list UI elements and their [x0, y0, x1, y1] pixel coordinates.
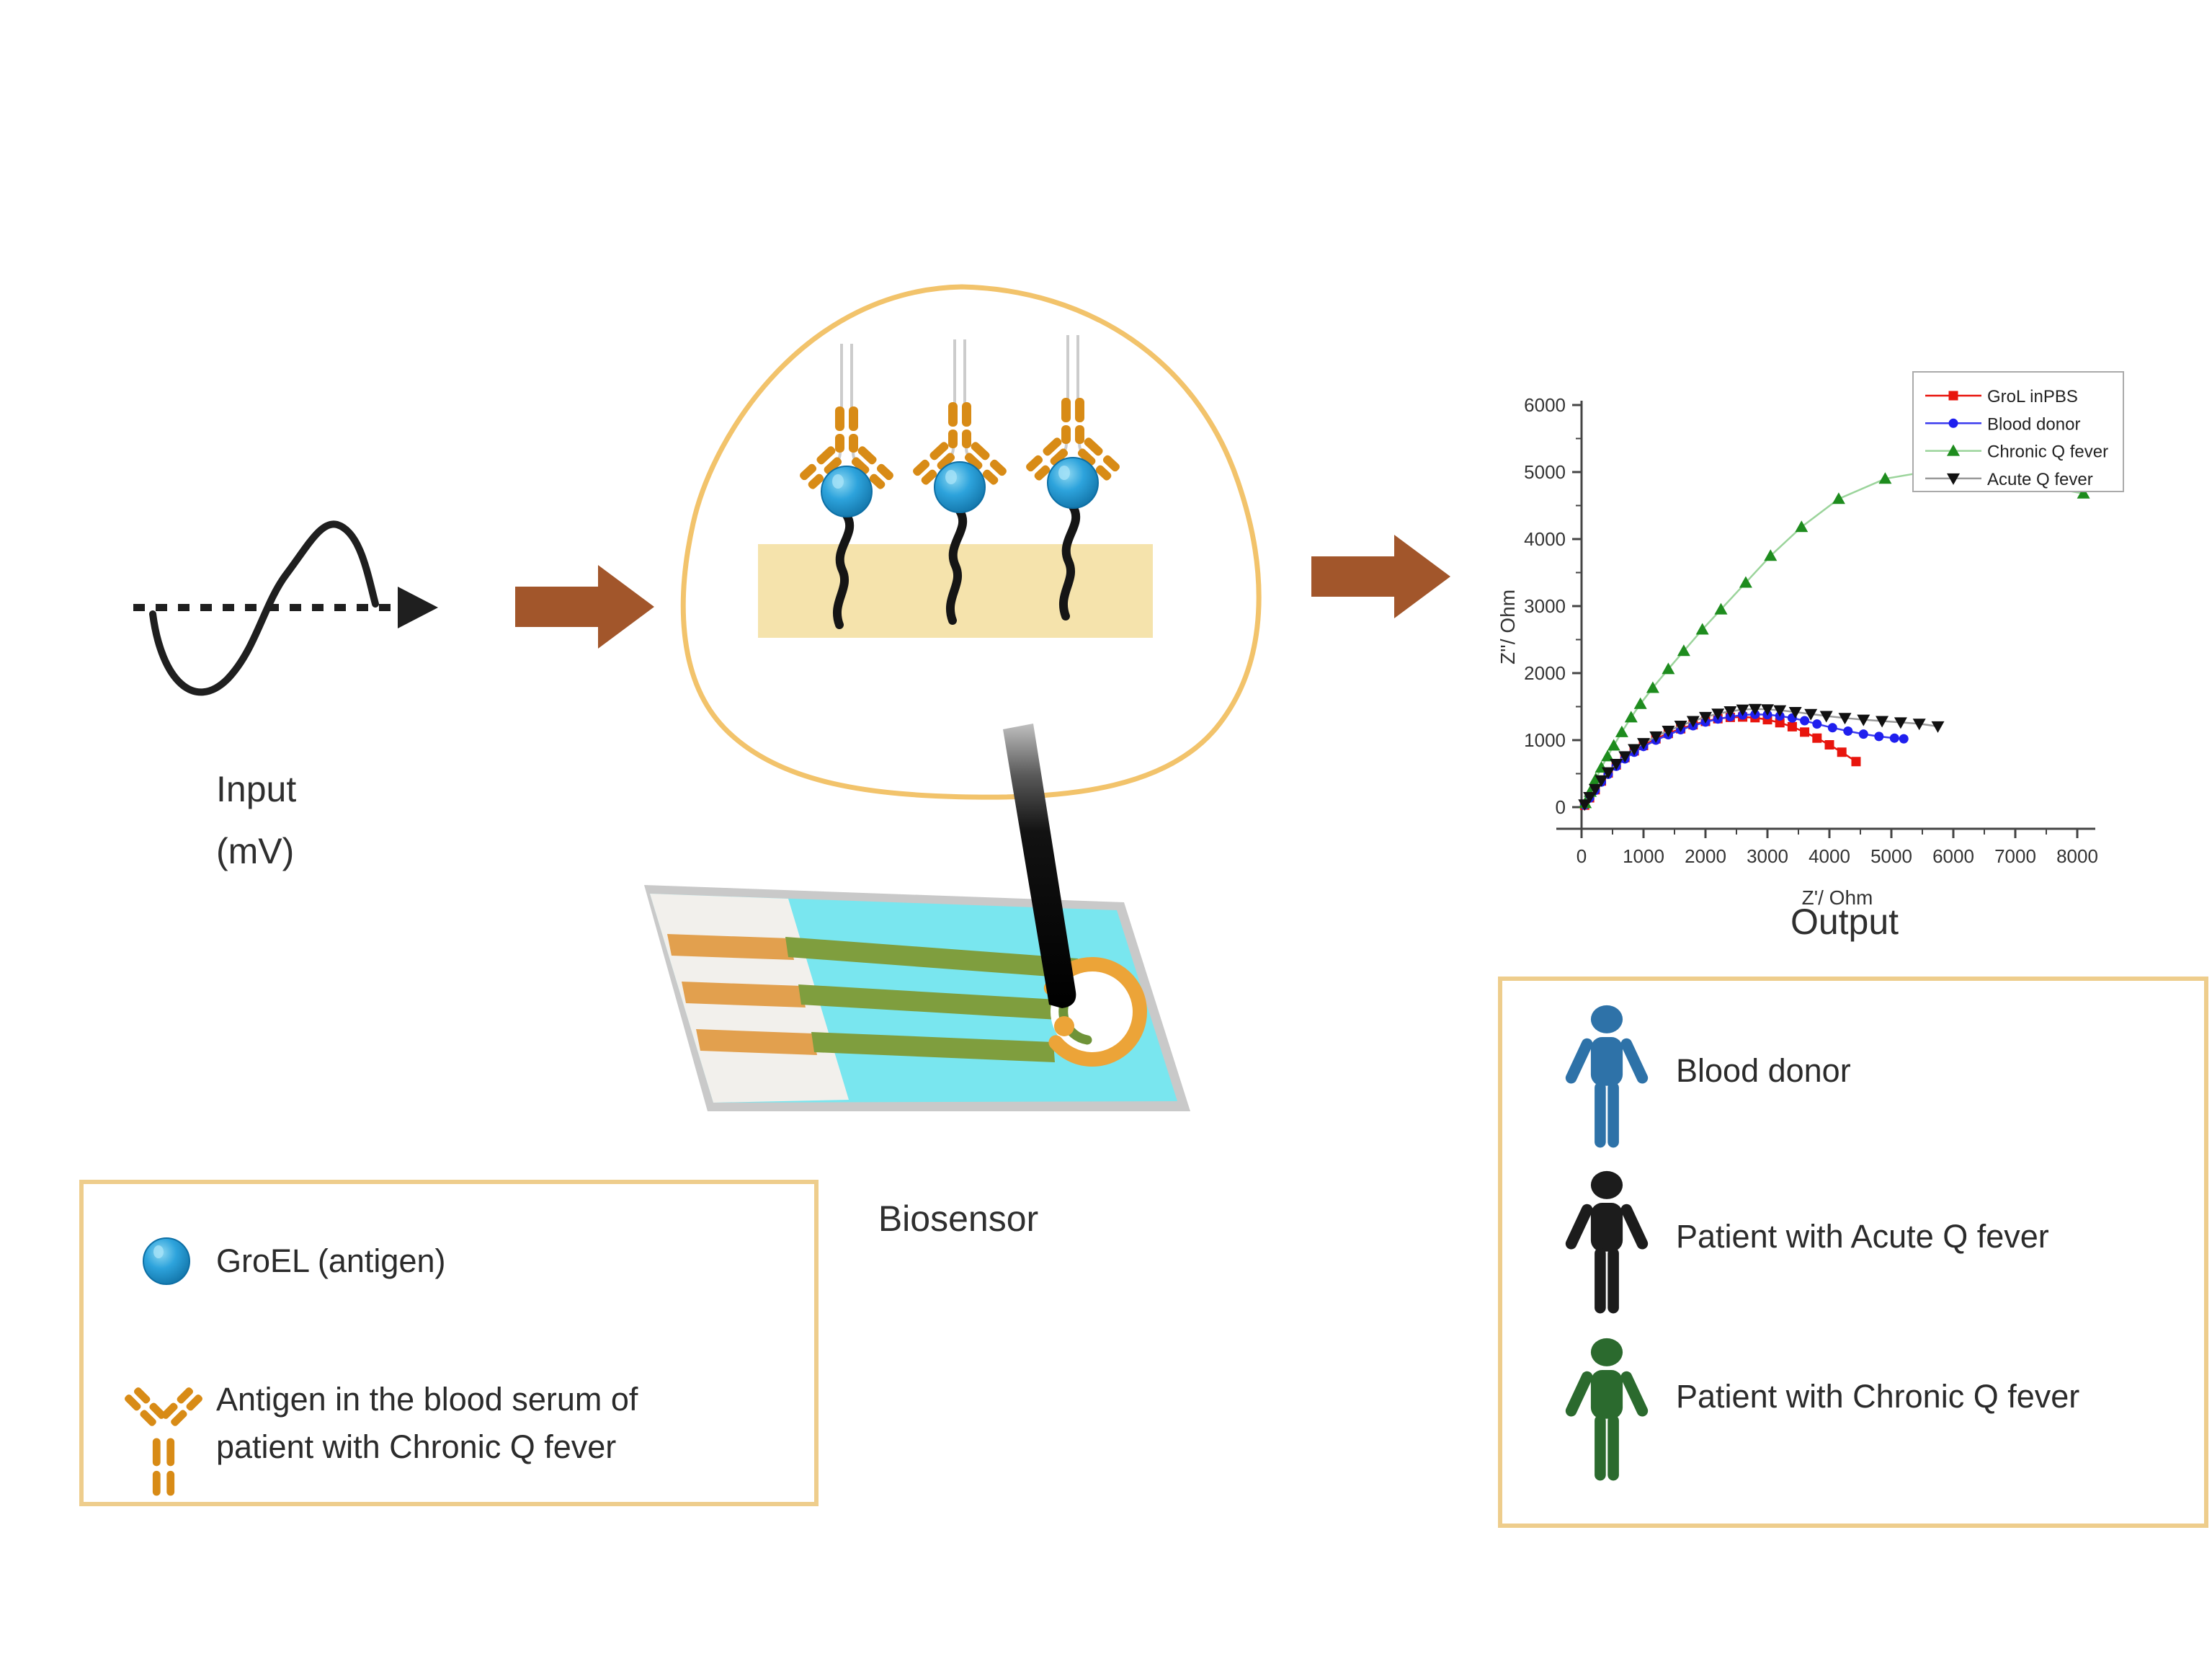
svg-text:0: 0 — [1577, 845, 1587, 867]
nyquist-chart: 0 1000 2000 3000 4000 5000 6000 7000 8000 0 1000 20… — [1497, 371, 2124, 909]
electrode-ring — [1043, 957, 1147, 1067]
svg-text:8000: 8000 — [2056, 845, 2098, 867]
biosensor-chip — [644, 885, 1190, 1111]
input-arrowhead-icon — [398, 587, 438, 628]
chronic-q-fever-patient-icon — [1564, 1338, 1650, 1481]
connector-probe — [1003, 724, 1076, 1008]
legend-entry: Chronic Q fever — [1987, 442, 2108, 462]
chronic-q-fever-patient-label: Patient with Chronic Q fever — [1676, 1378, 2080, 1415]
legend-entry: GroL inPBS — [1987, 387, 2078, 406]
svg-text:1000: 1000 — [1524, 729, 1566, 751]
output-label: Output — [1790, 902, 1899, 942]
blood-donor-icon — [1564, 1005, 1650, 1148]
y-axis-label: Z''/ Ohm — [1497, 590, 1519, 664]
legend-entry: Acute Q fever — [1987, 470, 2093, 489]
legend-entry: Blood donor — [1987, 414, 2080, 434]
electrode-dot — [1054, 1016, 1074, 1036]
groel-antigen-label: GroEL (antigen) — [216, 1242, 446, 1279]
blob-outline — [680, 284, 1262, 800]
antibody-legend-label: Antigen in the blood serum of patient wi… — [216, 1376, 638, 1471]
svg-text:5000: 5000 — [1524, 461, 1566, 483]
antibody-icon — [123, 1384, 204, 1496]
flow-arrow-1-icon — [515, 565, 654, 649]
svg-text:2000: 2000 — [1524, 662, 1566, 684]
chip-traces — [785, 937, 1079, 1062]
svg-text:5000: 5000 — [1870, 845, 1912, 867]
blood-donor-label: Blood donor — [1676, 1052, 1851, 1089]
input-label: Input (mV) — [216, 758, 296, 882]
chip-contact-pads — [667, 934, 817, 1055]
antibody-legend-line1: Antigen in the blood serum of — [216, 1381, 638, 1418]
svg-text:2000: 2000 — [1685, 845, 1726, 867]
x-axis-label: Z'/ Ohm — [1802, 886, 1873, 909]
svg-text:4000: 4000 — [1809, 845, 1850, 867]
svg-text:6000: 6000 — [1524, 394, 1566, 416]
sine-wave-icon — [149, 520, 379, 696]
acute-q-fever-patient-icon — [1564, 1170, 1650, 1314]
acute-q-fever-patient-label: Patient with Acute Q fever — [1676, 1218, 2049, 1255]
linker-squiggles — [832, 502, 1081, 629]
svg-text:3000: 3000 — [1747, 845, 1788, 867]
input-signal-waveform — [133, 520, 438, 696]
svg-text:1000: 1000 — [1623, 845, 1664, 867]
svg-text:7000: 7000 — [1994, 845, 2036, 867]
biosensor-label: Biosensor — [878, 1198, 1039, 1239]
series-chronic-q-fever — [1579, 465, 2090, 809]
svg-text:3000: 3000 — [1524, 595, 1566, 617]
svg-text:4000: 4000 — [1524, 528, 1566, 550]
sensing-surface-blob — [680, 284, 1262, 800]
flow-arrow-2-icon — [1311, 535, 1450, 618]
input-label-line2: (mV) — [216, 831, 295, 871]
people-legend-box: Blood donor Patient with Acute Q fever P… — [1498, 977, 2208, 1528]
groel-antigen-icon — [143, 1237, 190, 1285]
input-label-line1: Input — [216, 769, 297, 809]
antibody-legend-line2: patient with Chronic Q fever — [216, 1428, 617, 1465]
svg-text:0: 0 — [1556, 796, 1566, 818]
series-acute-q-fever — [1578, 703, 1945, 811]
antigen-legend-box: GroEL (antigen) Antigen in the blood ser… — [79, 1180, 819, 1506]
svg-text:6000: 6000 — [1932, 845, 1974, 867]
